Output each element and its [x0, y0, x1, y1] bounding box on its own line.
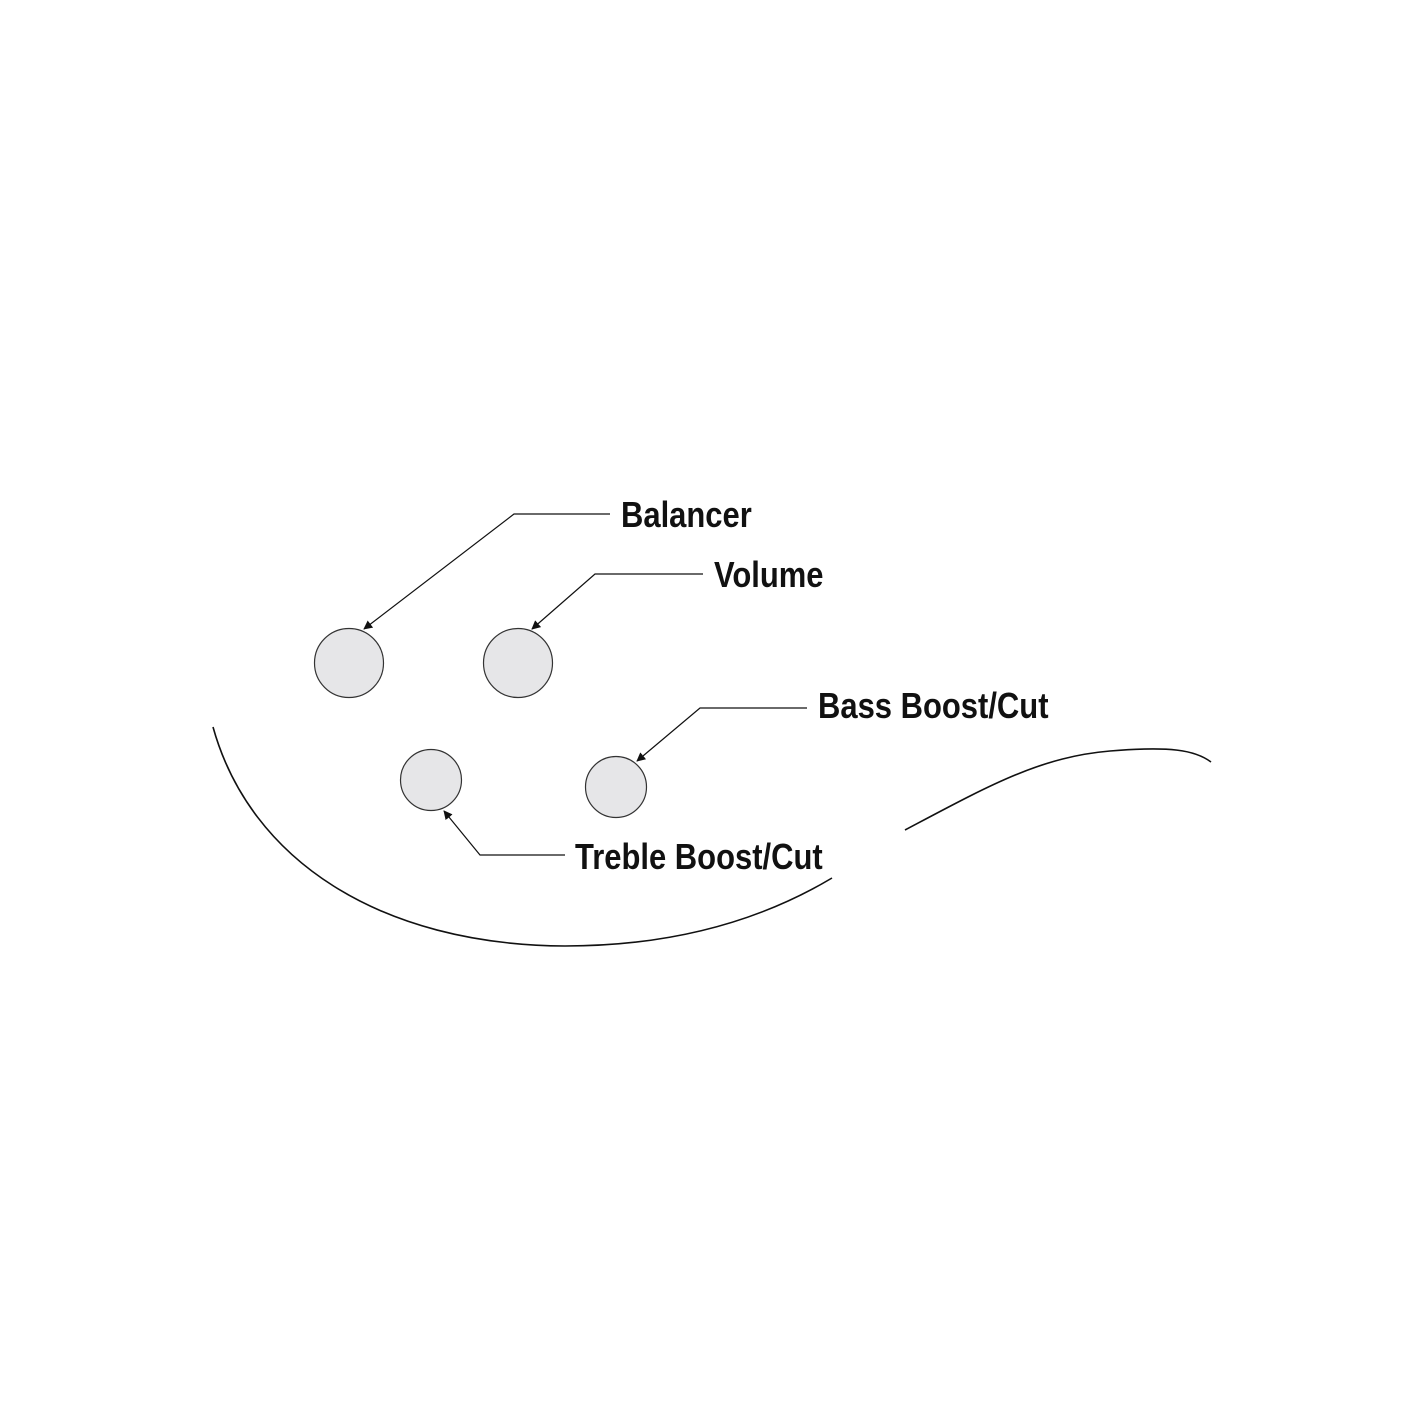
balancer-leader-arrow: [363, 513, 610, 630]
balancer-label: Balancer: [621, 494, 752, 535]
treble-boost-cut-label: Treble Boost/Cut: [575, 836, 823, 877]
bass-boost-cut-label: Bass Boost/Cut: [818, 685, 1049, 726]
treble-leader-arrow: [443, 810, 565, 856]
body-outline-upper-curve: [904, 748, 1212, 831]
volume-knob: [482, 627, 554, 699]
volume-label: Volume: [714, 554, 824, 595]
treble-knob: [399, 748, 463, 812]
bass-knob: [584, 755, 648, 819]
volume-leader-arrow: [531, 573, 703, 630]
balancer-knob: [313, 627, 385, 699]
bass-leader-arrow: [636, 707, 807, 762]
body-outline-curve: [212, 726, 833, 947]
